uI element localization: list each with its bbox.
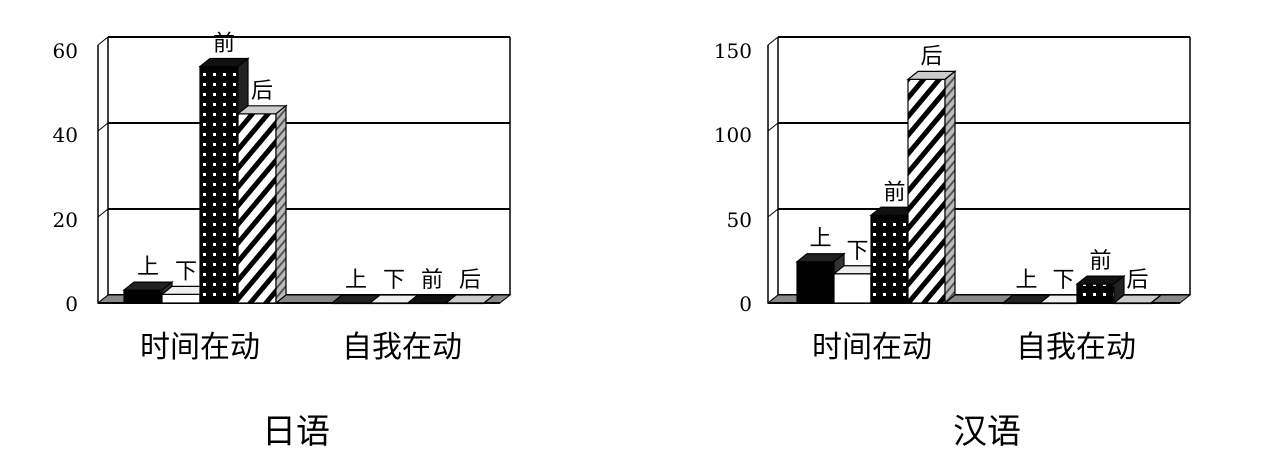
y-tick-label: 0 — [739, 292, 752, 316]
bar-label: 上 — [345, 268, 367, 293]
y-tick-label: 20 — [53, 208, 78, 232]
bar-label: 前 — [421, 268, 443, 293]
chart-title: 汉语 — [953, 412, 1021, 452]
plot-frame — [96, 36, 512, 304]
y-tick-label: 0 — [65, 292, 78, 316]
x-tick-label: 自我在动 — [342, 330, 462, 365]
bar — [237, 113, 277, 304]
bar-label: 后 — [251, 79, 273, 104]
bar-side — [275, 104, 287, 305]
gridline-connector — [97, 208, 109, 218]
y-tick-label: 60 — [53, 39, 78, 63]
bar-side — [1150, 294, 1162, 304]
y-tick-label: 50 — [727, 208, 752, 232]
bar-label: 前 — [1089, 249, 1111, 274]
bar — [796, 261, 835, 304]
bars-group: 上下前后上下前后 — [122, 32, 496, 305]
bar — [123, 289, 163, 304]
y-tick-labels: 0 50 100 150 — [714, 39, 752, 316]
bar-label: 后 — [920, 44, 942, 69]
bar — [833, 273, 872, 304]
chart-chinese: 上下前后上下前后 0 50 100 150 时间在动 自我在动 汉语 — [714, 36, 1192, 452]
bar-label: 下 — [846, 239, 868, 264]
gridline-connector — [767, 122, 779, 132]
bar-label: 上 — [1015, 268, 1037, 293]
bar — [1076, 283, 1115, 304]
bar-side — [944, 70, 956, 305]
bar-label: 上 — [809, 227, 831, 252]
bar — [907, 78, 946, 304]
bars-group: 上下前后上下前后 — [795, 44, 1163, 305]
bar-label: 下 — [175, 259, 197, 284]
bar-label: 前 — [883, 180, 905, 205]
bar-label: 后 — [1126, 268, 1148, 293]
chart-japanese: 上下前后上下前后 0 20 40 60 时间在动 自我在动 日语 — [53, 32, 512, 452]
bar-label: 前 — [213, 32, 235, 57]
x-tick-label: 时间在动 — [140, 330, 260, 365]
gridline-connector — [97, 36, 109, 46]
bar — [199, 65, 239, 304]
gridline-connector — [97, 122, 109, 132]
gridline-connector — [767, 36, 779, 46]
y-tick-labels: 0 20 40 60 — [53, 39, 78, 316]
bar — [870, 214, 909, 304]
bar-label: 后 — [459, 268, 481, 293]
bar-label: 下 — [383, 268, 405, 293]
bar-label: 下 — [1052, 268, 1074, 293]
x-tick-label: 自我在动 — [1016, 330, 1136, 365]
x-tick-label: 时间在动 — [812, 330, 932, 365]
bar-side — [483, 294, 495, 304]
bar — [161, 293, 201, 304]
y-tick-label: 100 — [714, 123, 752, 147]
y-tick-label: 40 — [53, 123, 78, 147]
gridline-connector — [767, 208, 779, 218]
y-tick-label: 150 — [714, 39, 752, 63]
bar-label: 上 — [137, 255, 159, 280]
chart-title: 日语 — [262, 412, 330, 452]
